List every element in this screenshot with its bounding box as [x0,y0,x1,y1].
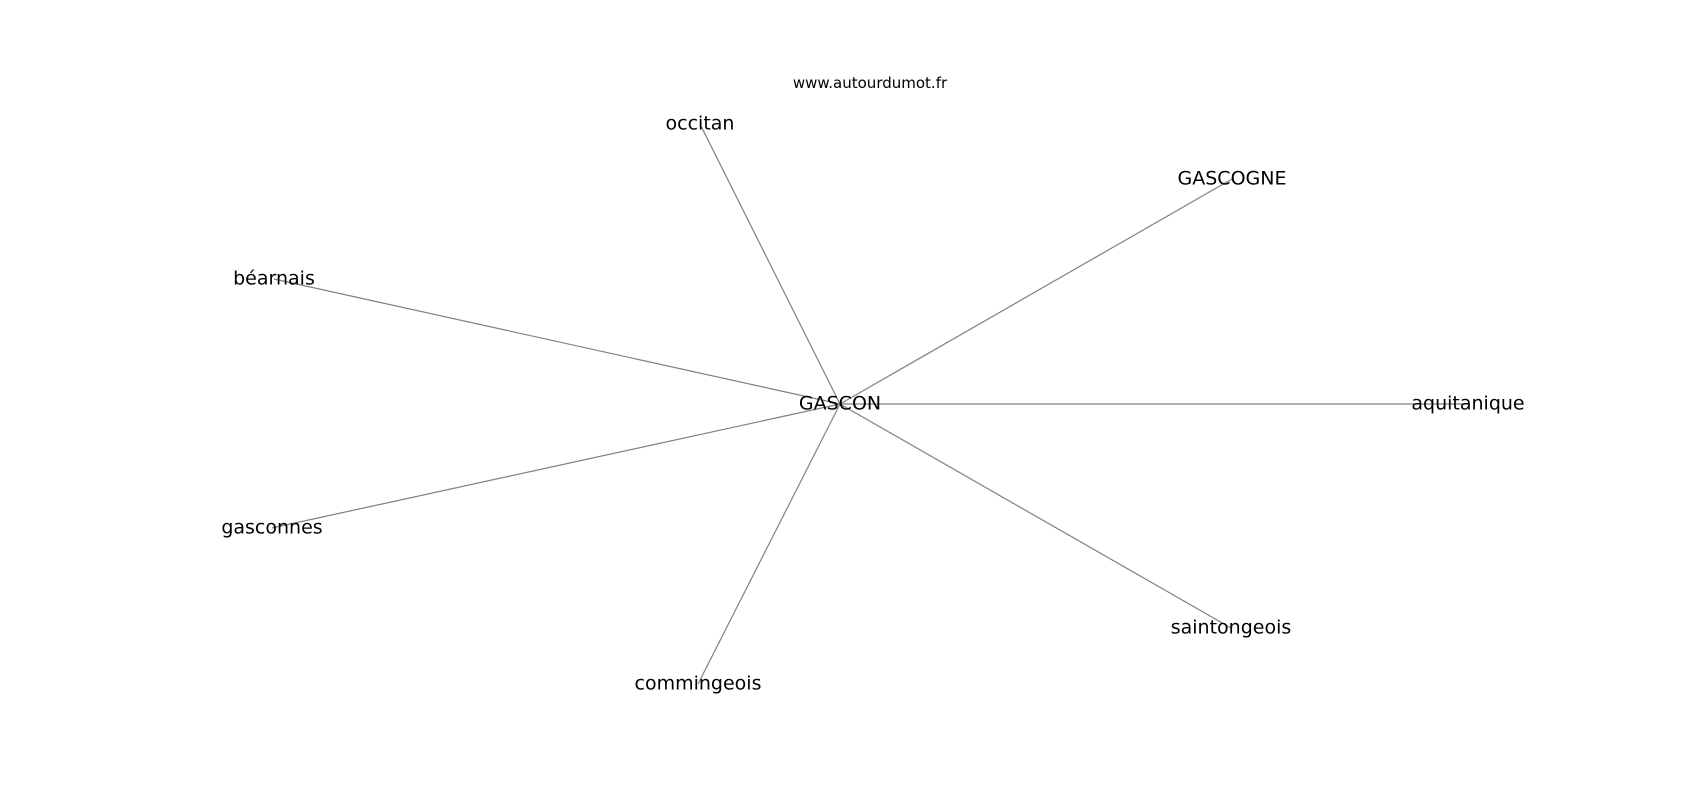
node-saintongeois[interactable]: saintongeois [1171,617,1292,639]
edge-gascon-gasconnes [271,403,841,529]
edge-gascon-bearnais [273,278,841,405]
node-commingeois[interactable]: commingeois [635,673,762,695]
watermark-text: www.autourdumot.fr [793,74,948,92]
node-bearnais[interactable]: béarnais [233,268,315,290]
edge-gascon-commingeois [697,403,841,685]
edge-gascon-gascogne [839,178,1233,405]
node-gascogne[interactable]: GASCOGNE [1178,168,1287,190]
node-occitan[interactable]: occitan [666,113,735,135]
node-gascon[interactable]: GASCON [799,393,881,415]
edges-layer [271,123,1468,685]
node-gasconnes[interactable]: gasconnes [221,517,322,539]
node-aquitanique[interactable]: aquitanique [1411,393,1524,415]
edge-gascon-occitan [699,123,841,405]
edge-gascon-saintongeois [839,403,1232,629]
